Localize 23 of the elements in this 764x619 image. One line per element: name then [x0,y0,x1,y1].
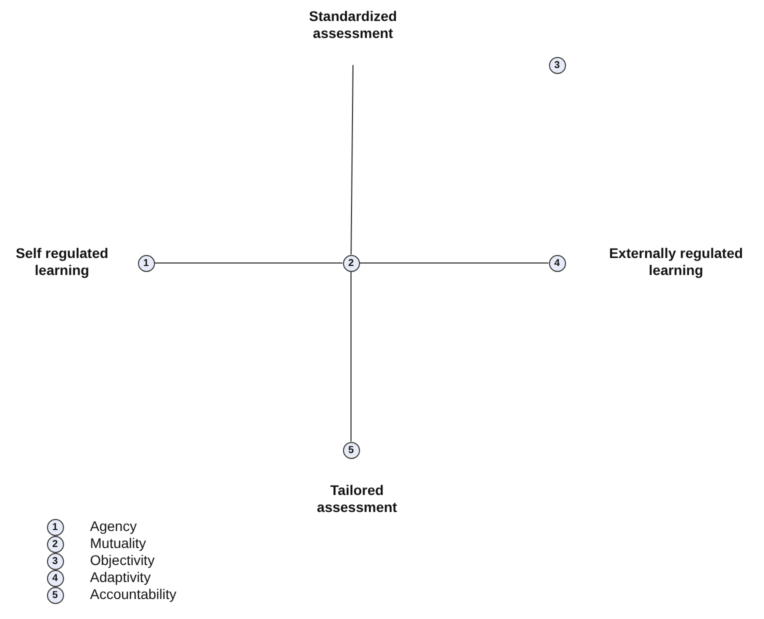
numbered-circle: 3 [548,56,566,74]
axis-line [350,271,352,442]
numbered-circle: 1 [138,254,154,272]
key-number: 5 [46,586,64,604]
legend-text: Agency [90,518,137,535]
axis-line [350,64,354,255]
key-number: 3 [46,552,64,570]
key-number: 2 [46,536,64,552]
axis-label: Self regulated learning [14,245,110,279]
axis-line [359,262,549,264]
numbered-circle: 2 [342,254,360,272]
axis-label: Standardized assessment [308,8,398,42]
axis-label: Tailored assessment [316,482,398,516]
legend-text: Accountability [90,586,176,603]
numbered-circle: 4 [548,254,566,272]
legend-text: Mutuality [90,535,146,552]
axis-label: Externally regulated learning [608,245,744,279]
numbered-circle: 5 [342,442,360,458]
key-number: 1 [46,518,64,536]
key-number: 4 [46,570,64,586]
axis-line [154,262,343,264]
legend-text: Adaptivity [90,569,151,586]
legend-text: Objectivity [90,552,155,569]
